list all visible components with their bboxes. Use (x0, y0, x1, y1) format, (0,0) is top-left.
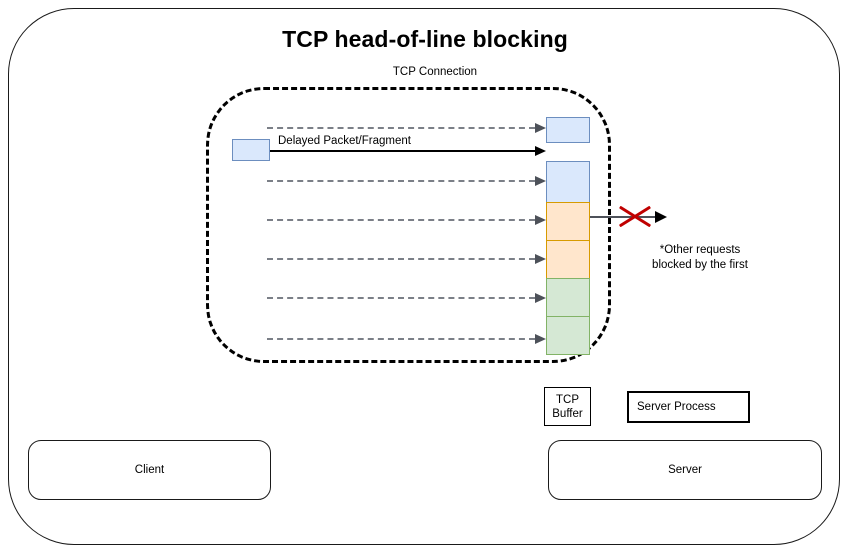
server-label: Server (668, 464, 702, 476)
client-label: Client (134, 464, 165, 476)
server-process-label: Server Process (637, 401, 716, 413)
arrow-head (535, 254, 546, 264)
arrow-head (655, 211, 667, 223)
buffer-block-5 (546, 316, 590, 355)
blocked-requests-note-line2: blocked by the first (652, 259, 748, 271)
page-title: TCP head-of-line blocking (282, 26, 568, 52)
arrow-shaft (270, 150, 535, 152)
blocked-x-icon (618, 202, 652, 232)
arrow-row-6 (267, 334, 546, 344)
buffer-block-3 (546, 240, 590, 279)
arrow-shaft (267, 258, 535, 260)
arrow-head (535, 123, 546, 133)
arrow-shaft (590, 216, 656, 218)
arrow-head (535, 176, 546, 186)
server-process-box: Server Process (627, 391, 750, 423)
arrow-shaft (267, 127, 535, 129)
buffer-block-2 (546, 202, 590, 241)
blocked-output-arrow (590, 211, 667, 223)
arrow-row-5 (267, 293, 546, 303)
tcp-buffer-label-line2: Buffer (552, 407, 583, 420)
arrow-shaft (267, 338, 535, 340)
buffer-block-4 (546, 278, 590, 317)
client-box: Client (28, 440, 271, 500)
delayed-packet-label: Delayed Packet/Fragment (276, 134, 413, 148)
arrow-shaft (267, 219, 535, 221)
arrow-head (535, 334, 546, 344)
server-box: Server (548, 440, 822, 500)
arrow-row-1 (267, 123, 546, 133)
detached-blue-block (546, 117, 590, 143)
tcp-buffer-legend-box: TCP Buffer (544, 387, 591, 426)
tcp-buffer-label-line1: TCP (555, 393, 579, 406)
blocked-requests-note-line1: *Other requests (659, 244, 741, 256)
arrow-row-3 (267, 215, 546, 225)
client-packet-block (232, 139, 270, 161)
arrow-shaft (267, 297, 535, 299)
arrow-head (535, 293, 546, 303)
arrow-row-2 (267, 176, 546, 186)
buffer-block-1 (546, 161, 590, 203)
tcp-connection-label: TCP Connection (392, 66, 478, 78)
arrow-row-4 (267, 254, 546, 264)
blocked-requests-note: *Other requests blocked by the first (627, 243, 773, 273)
arrow-delayed-packet (270, 146, 546, 156)
tcp-connection-boundary (206, 87, 611, 363)
arrow-head (535, 215, 546, 225)
arrow-shaft (267, 180, 535, 182)
arrow-head (535, 146, 546, 156)
